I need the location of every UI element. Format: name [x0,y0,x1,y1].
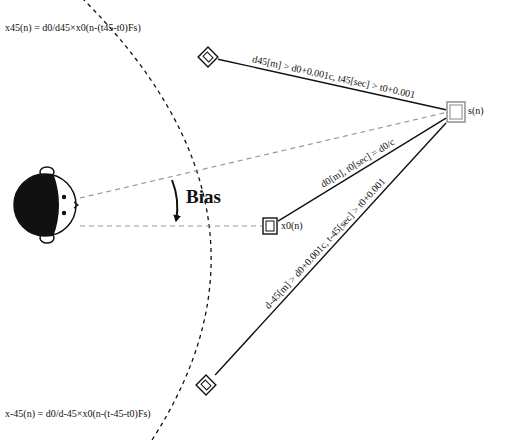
sound-path [218,59,446,110]
loudspeaker: x-45(n) = d0/d-45×x0(n-(t-45-t0)Fs) [196,375,216,395]
path-label: d45[m] > d0+0.001c, t45[sec] > t0+0.001 [251,53,416,100]
speaker-icon [446,101,466,123]
speaker-icon [262,217,278,235]
reference-line [80,225,262,226]
bias-label: Bias [186,186,221,208]
loudspeaker: x0(n) [262,217,278,235]
listener-head [14,167,80,243]
bias-line [80,112,448,198]
speaker-icon [196,375,216,395]
bias-arrow [172,180,177,221]
loudspeaker: s(n) [446,101,466,123]
listening-arc [82,0,211,441]
speaker-label: s(n) [468,105,484,116]
speaker-icon [198,47,218,67]
path-label: d-45[m] > d0+0.001c, t-45[sec] > t0+0.00… [262,176,387,311]
loudspeaker: x45(n) = d0/d45×x0(n-(t45-t0)Fs) [198,47,218,67]
speaker-label: x45(n) = d0/d45×x0(n-(t45-t0)Fs) [5,22,141,33]
sound-path [215,123,446,375]
speaker-label: x0(n) [281,220,303,231]
speaker-label: x-45(n) = d0/d-45×x0(n-(t-45-t0)Fs) [5,408,151,419]
